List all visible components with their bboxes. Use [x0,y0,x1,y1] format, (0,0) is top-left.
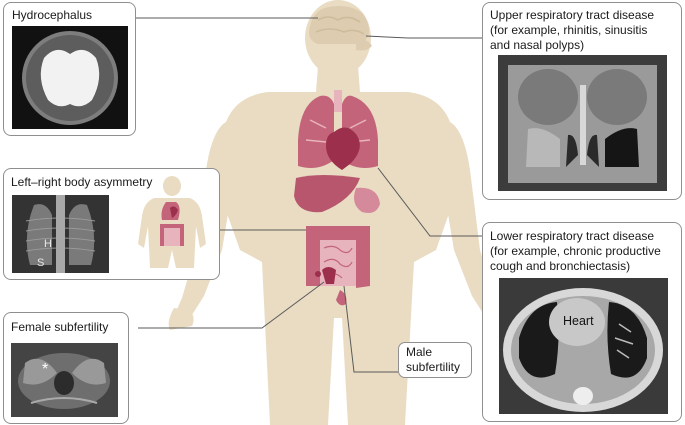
lower-respiratory-label: Lower respiratory tract disease (for exa… [490,229,661,273]
neck [316,66,360,92]
left-lung [298,95,334,168]
uterus [322,267,336,284]
left-hand [168,308,194,330]
hydrocephalus-mri-image [12,26,128,129]
chest-xray-image [12,195,109,273]
female-subfertility-label: Female subfertility [11,320,109,334]
liver [294,175,360,213]
sinus-ct-image [498,55,667,191]
nasal-cavity [356,39,372,51]
hydrocephalus-label: Hydrocephalus [12,8,93,22]
upper-respiratory-label: Upper respiratory tract disease (for exa… [490,8,655,52]
male-subfertility-panel [398,342,472,378]
ovary-marker: * [42,361,49,378]
testis [336,290,347,306]
callout-lines [136,17,482,373]
heart-organ [326,127,360,170]
brain [309,6,369,44]
heart-marker: H [44,238,52,250]
colon [306,226,370,288]
heart-label: Heart [563,314,594,328]
trachea [334,90,342,112]
stomach-marker: S [37,257,45,269]
mini-body-figure [138,176,206,268]
male-subfertility-label: Male subfertility [406,345,461,374]
right-arm [444,122,502,318]
ovary [315,271,321,277]
stomach [354,187,380,213]
pelvic-mri-image [11,343,118,417]
chest-ct-image [499,278,668,414]
left-right-asymmetry-label: Left–right body asymmetry [11,175,153,189]
